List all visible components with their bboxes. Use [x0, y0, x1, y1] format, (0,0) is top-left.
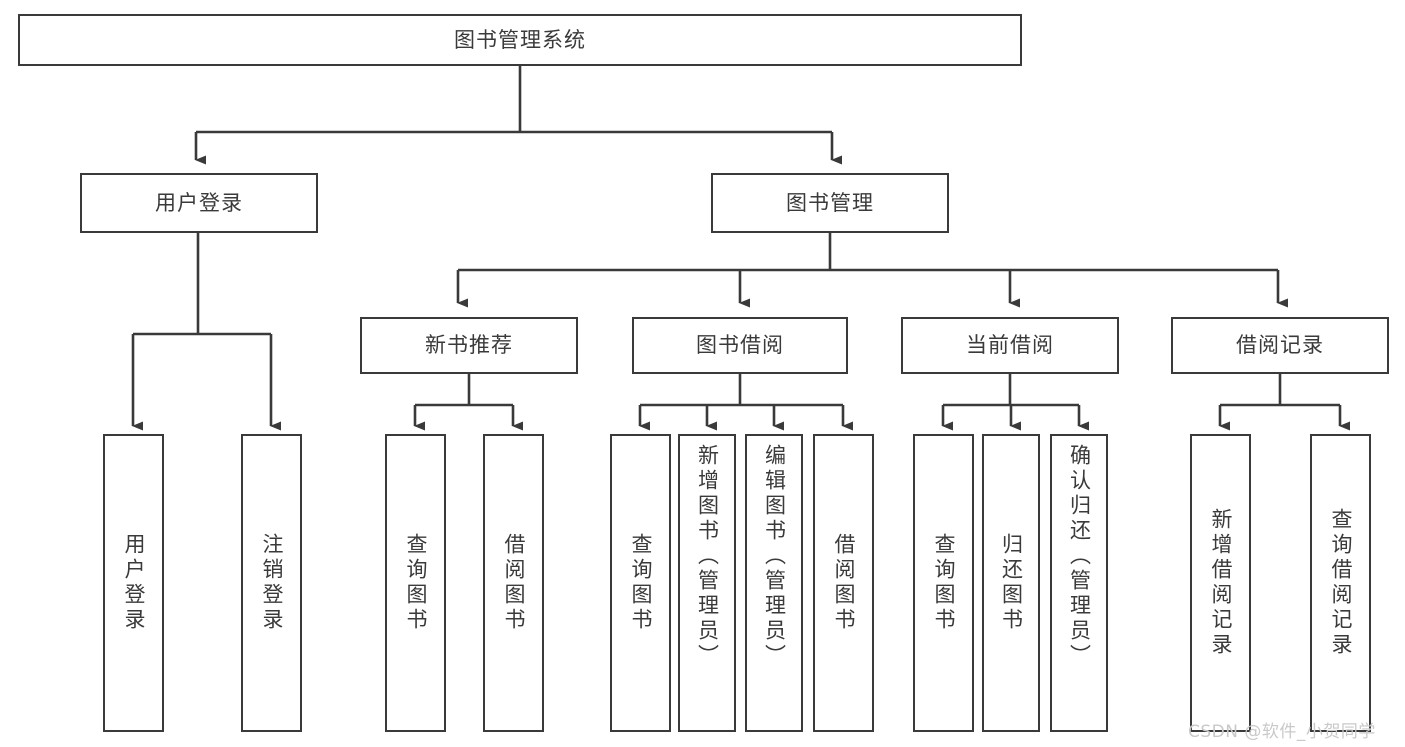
node-leaf-borrow-book-2-label: 借阅图书: [832, 533, 856, 633]
node-leaf-user-login-label: 用户登录: [122, 533, 146, 633]
node-leaf-borrow-book-1-label: 借阅图书: [502, 533, 526, 633]
node-leaf-query-record-label: 查询借阅记录: [1329, 508, 1353, 658]
node-leaf-add-record[interactable]: 新增借阅记录: [1190, 434, 1251, 732]
node-user-login[interactable]: 用户登录: [80, 173, 318, 233]
node-leaf-query-book-3-label: 查询图书: [932, 533, 956, 633]
node-leaf-add-book-label: 新增图书（管理员）: [695, 444, 720, 669]
node-borrow-record-label: 借阅记录: [1236, 333, 1324, 358]
node-leaf-add-record-label: 新增借阅记录: [1209, 508, 1233, 658]
node-leaf-query-book-3[interactable]: 查询图书: [913, 434, 974, 732]
node-leaf-borrow-book-2[interactable]: 借阅图书: [813, 434, 874, 732]
node-leaf-logout-login-label: 注销登录: [260, 533, 284, 633]
node-book-borrow[interactable]: 图书借阅: [632, 317, 848, 374]
node-book-borrow-label: 图书借阅: [696, 333, 784, 358]
node-leaf-add-book[interactable]: 新增图书（管理员）: [678, 434, 736, 732]
node-leaf-user-login[interactable]: 用户登录: [103, 434, 164, 732]
node-user-login-label: 用户登录: [155, 190, 243, 215]
node-leaf-borrow-book-1[interactable]: 借阅图书: [483, 434, 544, 732]
node-leaf-edit-book-label: 编辑图书（管理员）: [762, 444, 787, 669]
node-root[interactable]: 图书管理系统: [18, 14, 1022, 66]
node-book-management-label: 图书管理: [786, 190, 874, 215]
node-new-book-recommend[interactable]: 新书推荐: [360, 317, 578, 374]
node-current-borrow[interactable]: 当前借阅: [901, 317, 1119, 374]
node-leaf-edit-book[interactable]: 编辑图书（管理员）: [745, 434, 803, 732]
node-current-borrow-label: 当前借阅: [966, 333, 1054, 358]
node-leaf-query-book-2-label: 查询图书: [629, 533, 653, 633]
node-leaf-query-book-2[interactable]: 查询图书: [610, 434, 671, 732]
node-borrow-record[interactable]: 借阅记录: [1171, 317, 1389, 374]
node-root-label: 图书管理系统: [454, 27, 586, 52]
node-leaf-return-book[interactable]: 归还图书: [982, 434, 1040, 732]
node-new-book-recommend-label: 新书推荐: [425, 333, 513, 358]
node-leaf-query-record[interactable]: 查询借阅记录: [1310, 434, 1371, 732]
node-leaf-confirm-return[interactable]: 确认归还（管理员）: [1050, 434, 1108, 732]
node-leaf-query-book-1-label: 查询图书: [404, 533, 428, 633]
watermark-text: CSDN @软件_小贺同学: [1188, 722, 1376, 742]
node-leaf-confirm-return-label: 确认归还（管理员）: [1067, 444, 1092, 669]
node-leaf-query-book-1[interactable]: 查询图书: [385, 434, 446, 732]
node-leaf-return-book-label: 归还图书: [999, 533, 1024, 633]
node-book-management[interactable]: 图书管理: [711, 173, 949, 233]
node-leaf-logout-login[interactable]: 注销登录: [241, 434, 302, 732]
